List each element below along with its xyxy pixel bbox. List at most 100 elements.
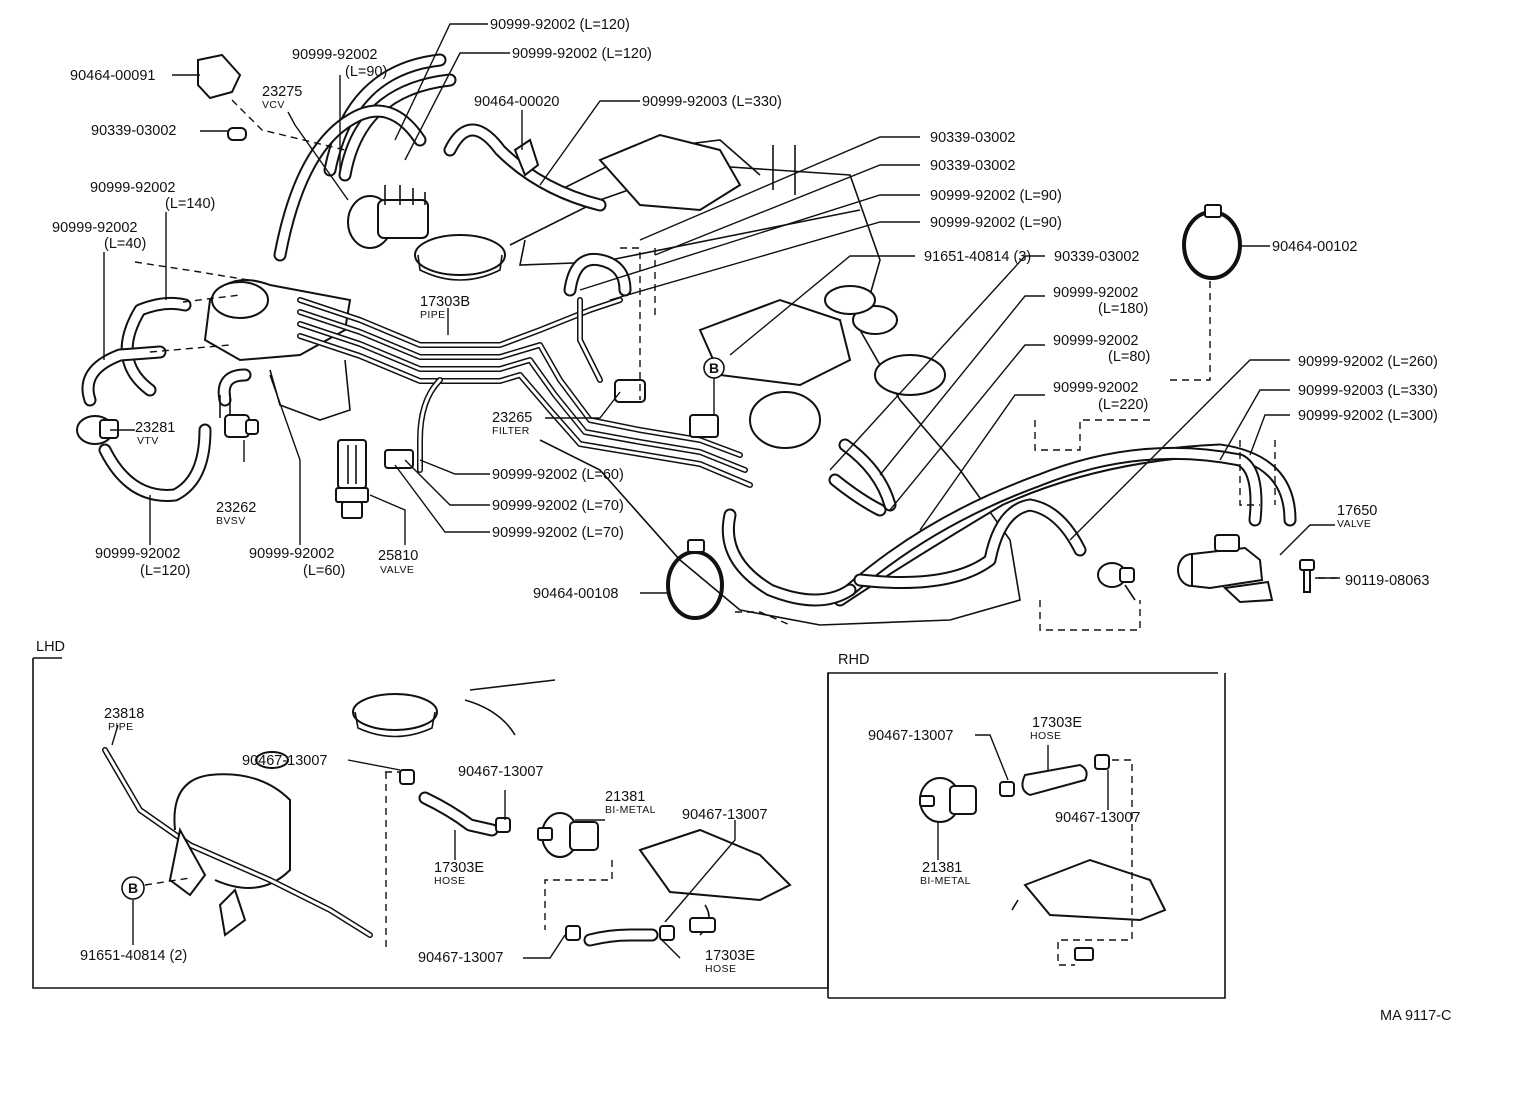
marker-b-lhd: B — [121, 876, 191, 945]
vcv-valve — [347, 185, 429, 249]
label-91651-40814-3: 91651-40814 (3) — [924, 249, 1031, 265]
lhd-label-17303e-b-sub: HOSE — [705, 963, 736, 975]
label-l220-sub: (L=220) — [1098, 397, 1148, 413]
label-90999-92002-l120-bl: 90999-92002 — [95, 546, 180, 562]
oil-filler-cap — [414, 234, 506, 276]
label-90999-92002-l70-a: 90999-92002 (L=70) — [492, 498, 624, 514]
bvsv-valve-icon — [219, 393, 259, 438]
label-l140-sub: (L=140) — [165, 196, 215, 212]
rhd-clamp-b-icon — [1094, 754, 1110, 770]
lhd-label-91651-40814-2: 91651-40814 (2) — [80, 948, 187, 964]
rhd-label-90467-a: 90467-13007 — [868, 728, 953, 744]
label-90999-92002-l60-bl: 90999-92002 — [249, 546, 334, 562]
clamp-90464-00020-icon — [513, 138, 540, 177]
label-90999-92002-l40: 90999-92002 — [52, 220, 137, 236]
lhd-clamp-b-icon — [495, 817, 511, 833]
label-90999-92002-l90-r2: 90999-92002 (L=90) — [930, 215, 1062, 231]
small-parts — [76, 53, 1315, 620]
label-17650: 17650 — [1337, 503, 1377, 519]
vacuum-cap-icon — [227, 127, 247, 141]
vacuum-pipe-bundle — [297, 297, 753, 488]
label-23281: 23281 — [135, 420, 175, 436]
valve-17650-icon — [1177, 534, 1274, 604]
upper-labels: 90999-92002 (L=120) 90999-92002 (L=120) … — [52, 17, 1438, 602]
lhd-label-90467-d: 90467-13007 — [418, 950, 503, 966]
label-90999-92002-l70-b: 90999-92002 (L=70) — [492, 525, 624, 541]
label-90339-03002-r2: 90339-03002 — [930, 158, 1015, 174]
rhd-label-17303e: 17303E — [1032, 715, 1082, 731]
lhd-pipe-23818 — [102, 747, 373, 938]
rhd-hose-17303e — [1021, 763, 1088, 797]
label-23262: 23262 — [216, 500, 256, 516]
label-90464-00108: 90464-00108 — [533, 586, 618, 602]
right-hoses — [721, 438, 1297, 607]
lhd-hose-a — [399, 769, 511, 837]
figure-code: MA 9117-C — [1380, 1008, 1451, 1024]
label-90464-00102: 90464-00102 — [1272, 239, 1357, 255]
label-17650-sub: VALVE — [1337, 518, 1371, 530]
label-90999-92003-l330-top: 90999-92003 (L=330) — [642, 94, 782, 110]
rhd-label-90467-b: 90467-13007 — [1055, 810, 1140, 826]
clamp-ring-90464-00102-icon — [1182, 204, 1242, 280]
label-90999-92002-l90-r1: 90999-92002 (L=90) — [930, 188, 1062, 204]
lhd-label-23818-sub: PIPE — [108, 721, 134, 733]
marker-b-upper: B — [703, 357, 725, 415]
label-90339-03002-r1: 90339-03002 — [930, 130, 1015, 146]
distributor — [749, 391, 821, 449]
label-90999-92002-l120-a: 90999-92002 (L=120) — [490, 17, 630, 33]
marker-b-upper-label: B — [709, 360, 719, 376]
label-90999-92002-l60-r: 90999-92002 (L=60) — [492, 467, 624, 483]
label-90464-00091: 90464-00091 — [70, 68, 155, 84]
upper-dashed-lines — [134, 99, 1340, 631]
label-23275: 23275 — [262, 84, 302, 100]
label-90999-92002-l140: 90999-92002 — [90, 180, 175, 196]
label-17303b-sub: PIPE — [420, 309, 446, 321]
rhd-bimetal-21381 — [919, 777, 977, 823]
lhd-label-17303e-a: 17303E — [434, 860, 484, 876]
vacuum-fitting-icon — [1097, 562, 1136, 601]
label-l60-bl-sub: (L=60) — [303, 563, 345, 579]
lhd-clamp-c-icon — [565, 925, 581, 941]
lhd-label-17303e-b: 17303E — [705, 948, 755, 964]
marker-b-lhd-label: B — [128, 880, 138, 896]
throttle-body — [598, 133, 742, 212]
hose-joint-icon — [384, 449, 414, 469]
label-90339-03002-r3: 90339-03002 — [1054, 249, 1139, 265]
clamp-ring-90464-00108-icon — [666, 539, 724, 620]
lhd-label-21381: 21381 — [605, 789, 645, 805]
label-90339-03002-left: 90339-03002 — [91, 123, 176, 139]
rhd-label-17303e-sub: HOSE — [1030, 730, 1061, 742]
rhd-valve-cover — [1011, 858, 1167, 961]
label-90999-92002-l300: 90999-92002 (L=300) — [1298, 408, 1438, 424]
check-valve-25810-icon — [335, 439, 369, 519]
lhd-label-17303e-a-sub: HOSE — [434, 875, 465, 887]
label-l80-sub: (L=80) — [1108, 349, 1150, 365]
lhd-clamp-d-icon — [659, 925, 675, 941]
label-23265: 23265 — [492, 410, 532, 426]
lhd-title: LHD — [36, 639, 65, 655]
lhd-label-21381-sub: BI-METAL — [605, 804, 656, 816]
label-25810-sub: VALVE — [380, 564, 414, 576]
label-90119-08063: 90119-08063 — [1345, 573, 1429, 589]
lhd-bimetal-21381 — [537, 812, 599, 858]
label-90999-92003-l330-r: 90999-92003 (L=330) — [1298, 383, 1438, 399]
label-90999-92002-l90-top: 90999-92002 — [292, 47, 377, 63]
label-23265-sub: FILTER — [492, 425, 530, 437]
label-90999-92002-l260: 90999-92002 (L=260) — [1298, 354, 1438, 370]
label-90464-00020: 90464-00020 — [474, 94, 559, 110]
lhd-label-90467-b: 90467-13007 — [458, 764, 543, 780]
vacuum-actuator-b — [874, 354, 946, 396]
lhd-filler-cap — [352, 679, 556, 738]
label-17303b: 17303B — [420, 294, 470, 310]
label-l90-top-sub: (L=90) — [345, 64, 387, 80]
rhd-clamp-a-icon — [999, 781, 1015, 797]
filter-23265-icon — [614, 379, 646, 403]
label-l180-sub: (L=180) — [1098, 301, 1148, 317]
label-90999-92002-l80: 90999-92002 — [1053, 333, 1138, 349]
label-l120-bl-sub: (L=120) — [140, 563, 190, 579]
label-23281-sub: VTV — [137, 435, 159, 447]
rhd-title: RHD — [838, 652, 869, 668]
engine-illustration — [203, 133, 1021, 626]
bracket-icon — [689, 414, 719, 438]
